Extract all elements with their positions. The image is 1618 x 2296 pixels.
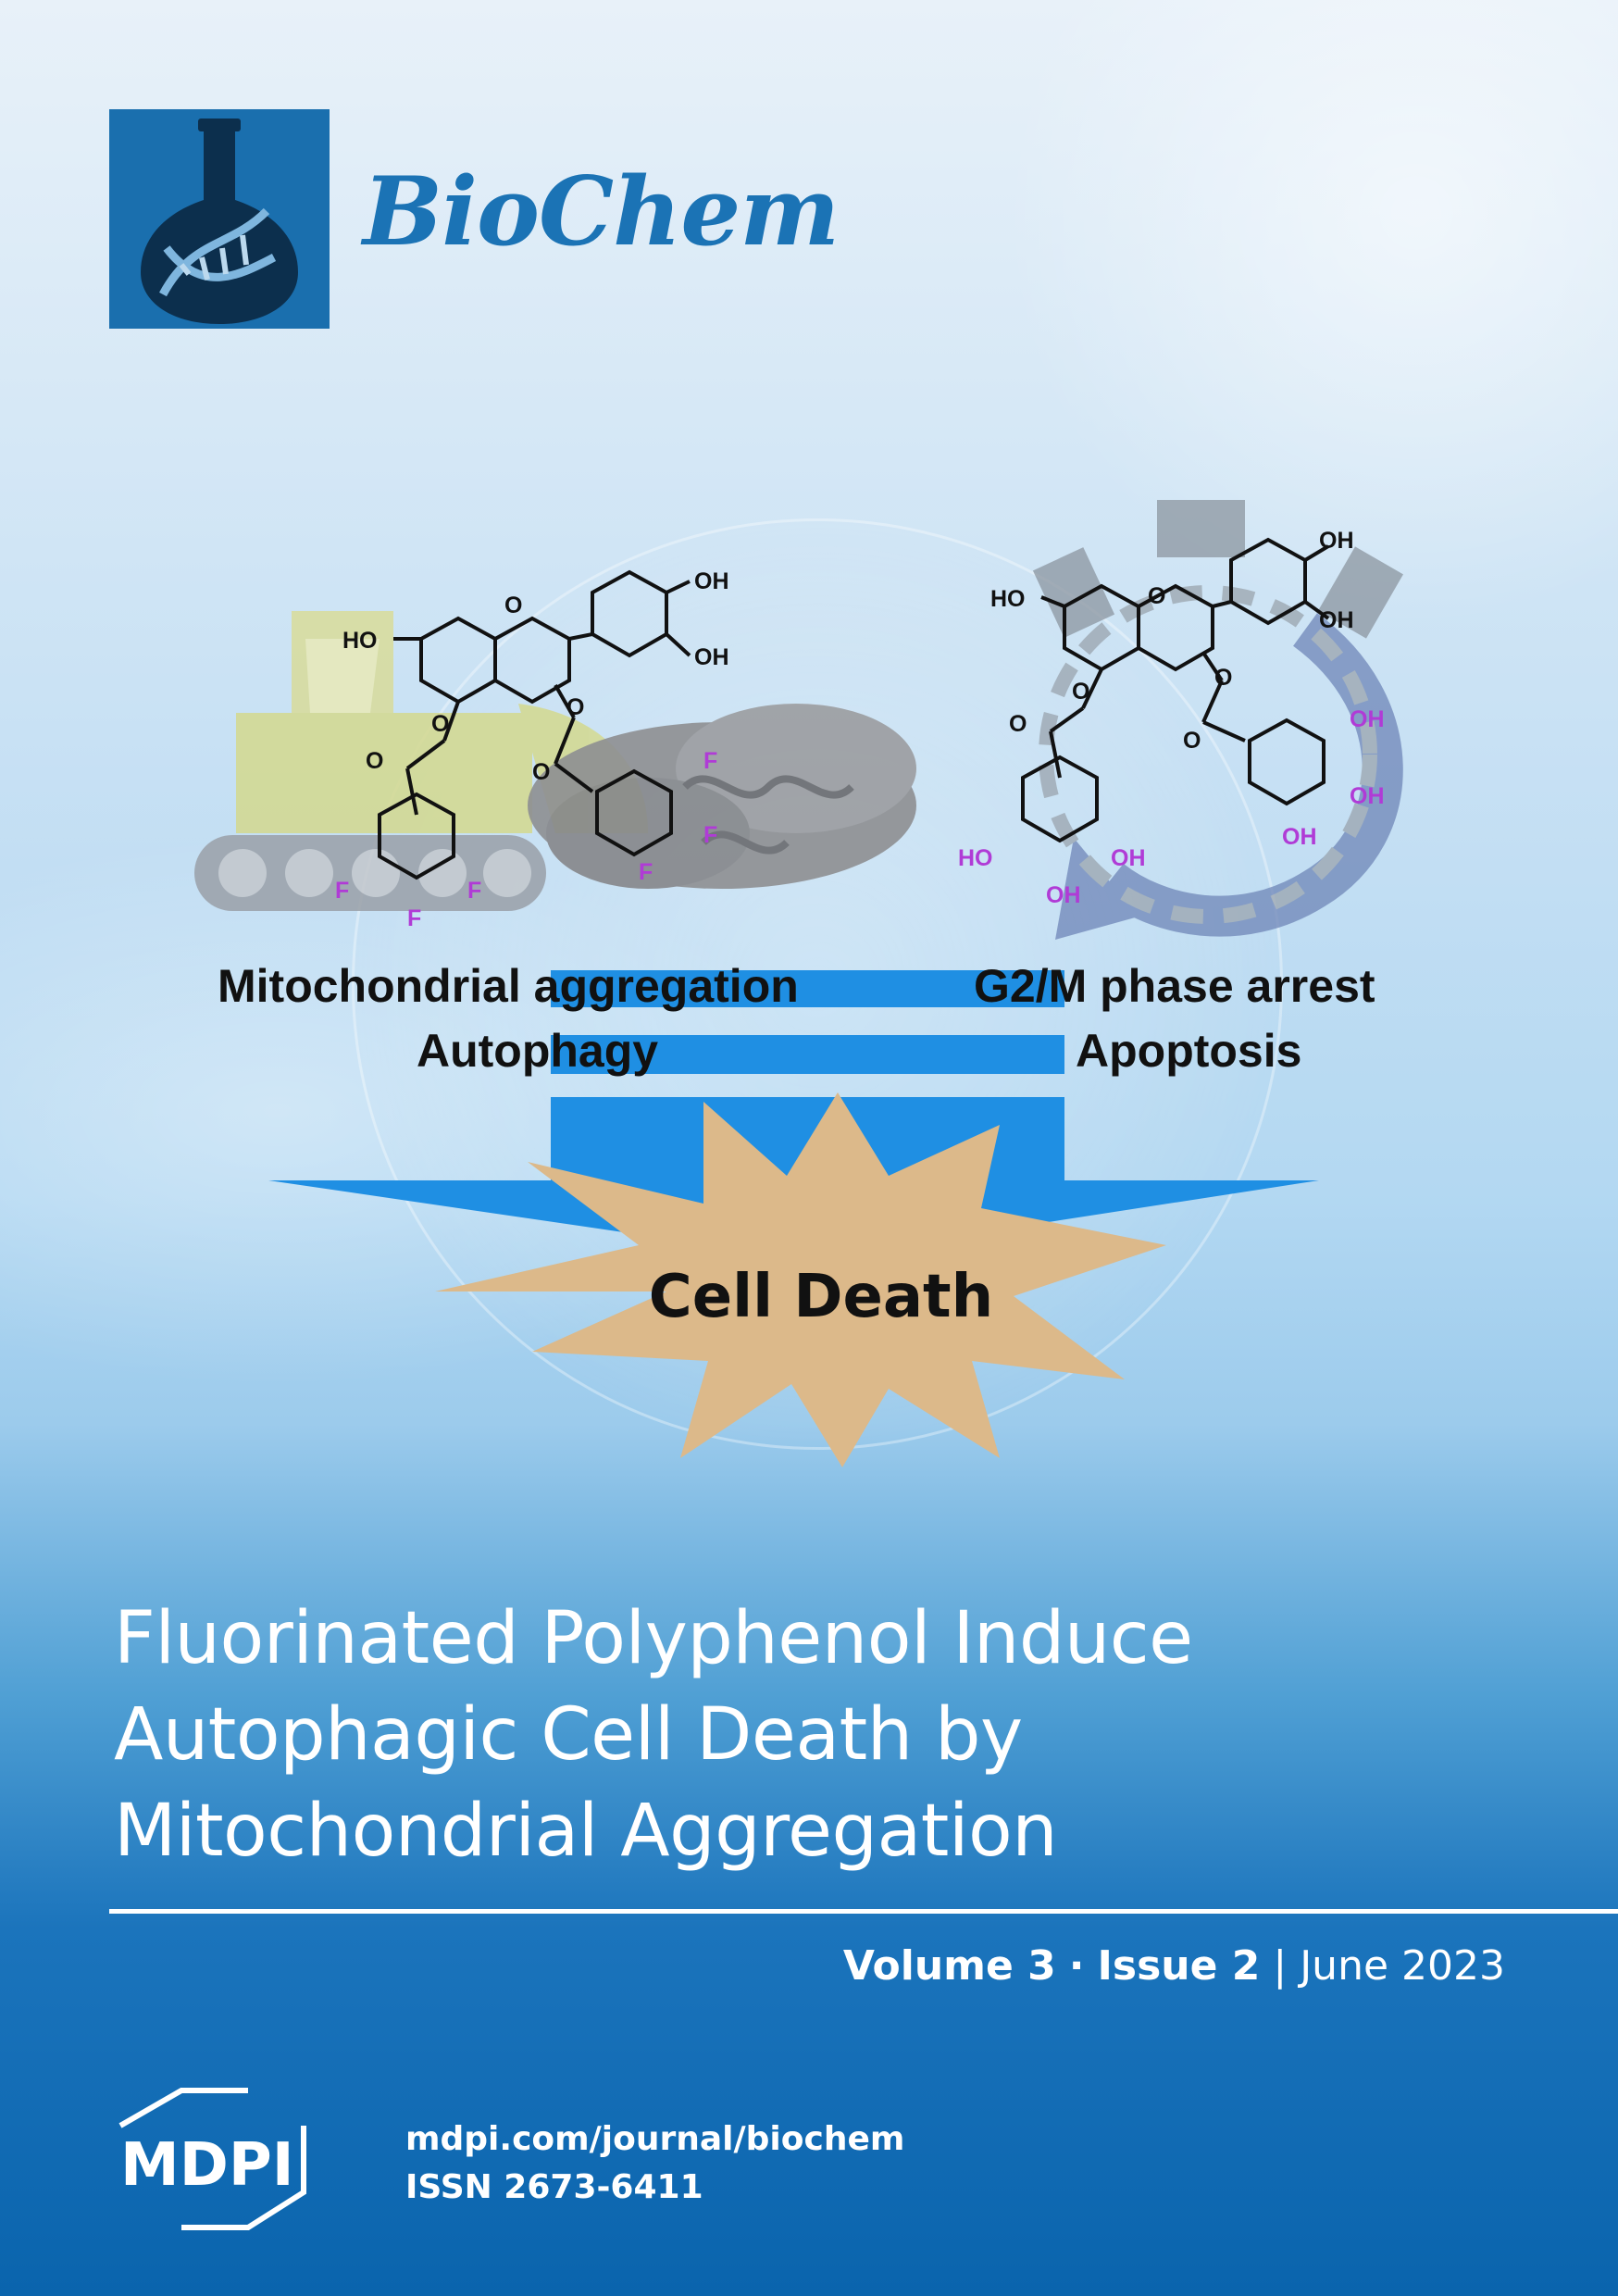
atom-label: OH <box>1046 882 1081 908</box>
atom-label: HO <box>342 628 378 654</box>
issn: ISSN 2673-6411 <box>405 2168 703 2206</box>
atom-label: O <box>366 748 383 774</box>
atom-label: OH <box>1111 845 1146 871</box>
atom-label: OH <box>1350 783 1385 809</box>
atom-label: OH <box>1319 607 1354 633</box>
atom-label: F <box>467 878 481 904</box>
atom-label: HO <box>990 586 1026 612</box>
cell-death-label: Cell Death <box>649 1263 993 1331</box>
atom-label: O <box>504 593 522 618</box>
title-line: Autophagic Cell Death by <box>114 1693 1023 1777</box>
article-title: Fluorinated Polyphenol Induce Autophagic… <box>114 1591 1558 1879</box>
issue-info: Volume 3 · Issue 2 | June 2023 <box>843 1942 1505 1990</box>
mdpi-logo-icon: MDPI <box>118 2088 306 2230</box>
atom-label: OH <box>1282 824 1317 850</box>
graphical-abstract: HO O OH OH O O O O F F F F F F <box>194 500 1403 1467</box>
atom-label: O <box>1148 583 1165 609</box>
polyphenol-molecule <box>1021 537 1330 843</box>
cell-death-burst <box>435 1092 1166 1467</box>
issue-divider: | <box>1273 1942 1288 1990</box>
label-g2m-phase-arrest: G2/M phase arrest <box>974 960 1375 1012</box>
journal-name: BioChem <box>363 156 840 268</box>
label-apoptosis: Apoptosis <box>1076 1025 1301 1077</box>
title-line: Mitochondrial Aggregation <box>114 1790 1058 1873</box>
flask-dna-icon <box>141 119 298 324</box>
issue-label: Issue 2 <box>1097 1942 1261 1990</box>
atom-label: O <box>532 759 550 785</box>
atom-label: O <box>1183 728 1201 754</box>
issue-date: June 2023 <box>1300 1942 1505 1990</box>
atom-label: OH <box>694 568 729 594</box>
atom-label: O <box>566 694 584 720</box>
issue-separator: · <box>1068 1942 1085 1990</box>
title-line: Fluorinated Polyphenol Induce <box>114 1597 1193 1680</box>
journal-url[interactable]: mdpi.com/journal/biochem <box>405 2120 905 2158</box>
atom-label: O <box>1072 679 1089 705</box>
volume-label: Volume 3 <box>842 1942 1056 1990</box>
fluorinated-molecule <box>378 569 691 880</box>
atom-label: F <box>703 748 717 774</box>
atom-label: OH <box>1319 528 1354 554</box>
atom-label: HO <box>958 845 993 871</box>
atom-label: F <box>335 878 349 904</box>
journal-logo <box>109 109 330 329</box>
label-mitochondrial-aggregation: Mitochondrial aggregation <box>218 960 799 1012</box>
label-autophagy: Autophagy <box>417 1025 658 1077</box>
atom-label: OH <box>694 644 729 670</box>
atom-label: O <box>1214 665 1232 691</box>
atom-label: F <box>703 822 717 848</box>
atom-label: F <box>639 859 653 885</box>
publisher-name: MDPI <box>120 2131 294 2200</box>
atom-label: O <box>1009 711 1027 737</box>
divider-rule <box>109 1909 1618 1914</box>
atom-label: OH <box>1350 706 1385 732</box>
atom-label: O <box>431 711 449 737</box>
atom-label: F <box>407 905 421 931</box>
cycle-arrow-icon <box>1032 500 1403 940</box>
